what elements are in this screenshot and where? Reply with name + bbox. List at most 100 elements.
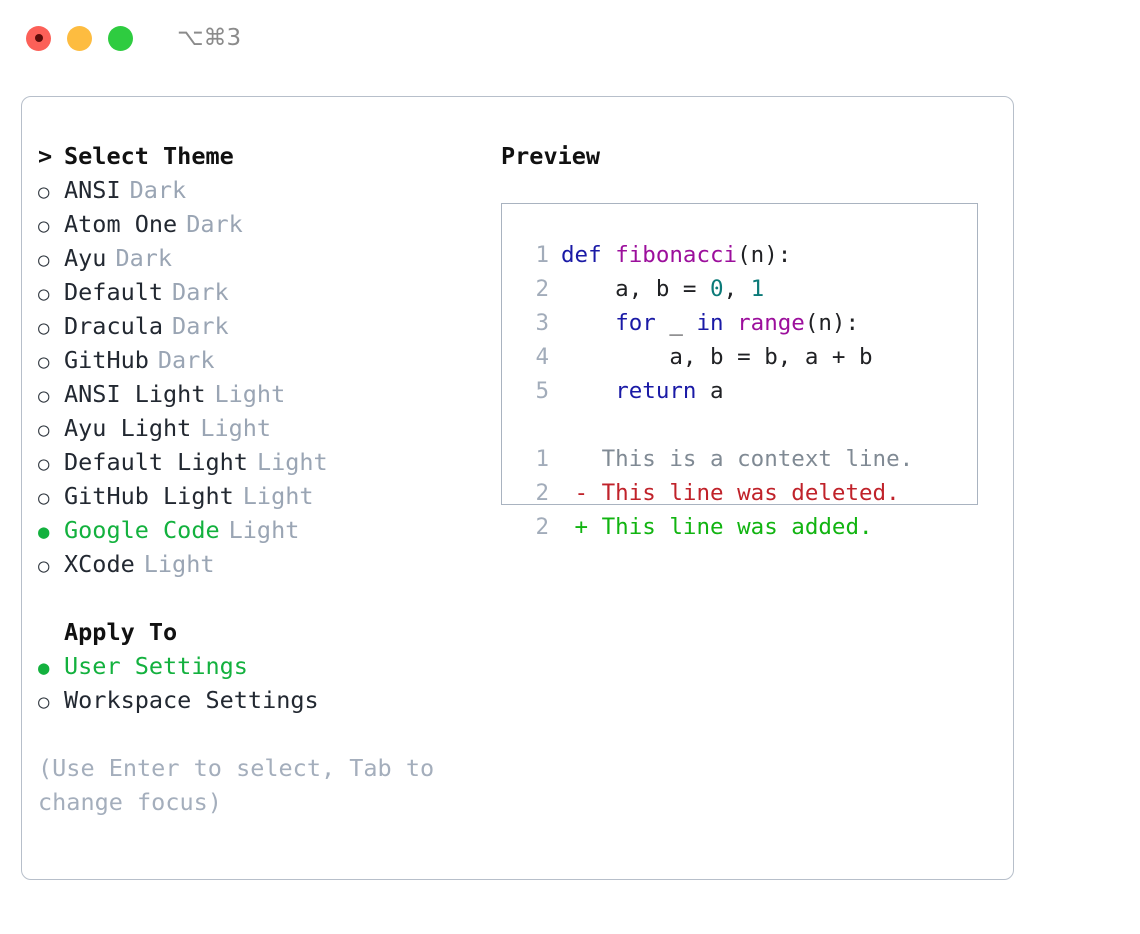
- code-line-text: return a: [561, 374, 724, 408]
- apply-to-option-workspace-settings[interactable]: ○Workspace Settings: [38, 683, 478, 717]
- theme-option-label: Atom One: [64, 210, 178, 238]
- theme-option-label: GitHub Light: [64, 482, 234, 510]
- code-token-kw: return: [615, 378, 697, 404]
- theme-option-kind: Dark: [115, 244, 173, 272]
- diff-line-text: - This line was deleted.: [561, 480, 900, 506]
- code-token-num: 1: [750, 276, 765, 302]
- theme-option-label: Default Light: [64, 448, 248, 476]
- code-line-number: 5: [535, 378, 549, 404]
- maximize-button[interactable]: [108, 25, 133, 51]
- theme-option-label: Ayu: [64, 244, 107, 272]
- keyboard-hint: (Use Enter to select, Tab to change focu…: [38, 754, 435, 816]
- code-line: 2 a, b = 0, 1: [515, 272, 977, 306]
- prompt-caret-icon: >: [38, 142, 53, 170]
- code-line-number: 4: [535, 344, 549, 370]
- theme-option-label: Dracula: [64, 312, 164, 340]
- theme-option-kind: Dark: [157, 346, 215, 374]
- select-theme-heading: > Select Theme: [38, 139, 478, 173]
- theme-option-github[interactable]: ○ GitHub Dark: [38, 343, 478, 377]
- apply-to-option-label: User Settings: [64, 652, 248, 680]
- theme-option-default-light[interactable]: ○ Default Light Light: [38, 445, 478, 479]
- apply-to-option-list: ●User Settings○Workspace Settings: [38, 649, 478, 717]
- theme-option-label: XCode: [64, 550, 135, 578]
- code-token-num: 0: [710, 276, 724, 302]
- theme-option-kind: Light: [143, 550, 215, 578]
- radio-unselected-icon: ○: [38, 351, 50, 373]
- code-token-plain: a, b =: [561, 276, 711, 302]
- minimize-button[interactable]: [67, 25, 92, 51]
- radio-unselected-icon: ○: [38, 419, 50, 441]
- code-token-plain: _: [655, 310, 697, 336]
- close-button[interactable]: [26, 25, 51, 51]
- theme-option-kind: Light: [200, 414, 272, 442]
- code-token-fn: range: [737, 310, 805, 336]
- code-token-plain: [561, 310, 615, 336]
- theme-option-ayu-light[interactable]: ○ Ayu Light Light: [38, 411, 478, 445]
- code-token-plain: ,: [723, 276, 751, 302]
- radio-unselected-icon: ○: [38, 385, 50, 407]
- theme-option-label: Ayu Light: [64, 414, 192, 442]
- theme-option-ayu[interactable]: ○ Ayu Dark: [38, 241, 478, 275]
- code-line-text: def fibonacci(n):: [561, 238, 791, 272]
- theme-option-kind: Light: [228, 516, 300, 544]
- theme-option-google-code[interactable]: ● Google Code Light: [38, 513, 478, 547]
- code-spacer: [515, 408, 977, 442]
- theme-option-ansi[interactable]: ○ ANSI Dark: [38, 173, 478, 207]
- code-token-kw: def: [561, 242, 616, 268]
- theme-option-kind: Dark: [186, 210, 243, 238]
- code-token-plain: [724, 310, 738, 336]
- code-token-plain: (n):: [737, 242, 792, 268]
- diff-line-number: 2: [535, 514, 549, 540]
- theme-option-label: ANSI: [64, 176, 121, 204]
- theme-option-dracula[interactable]: ○ Dracula Dark: [38, 309, 478, 343]
- theme-option-label: GitHub: [64, 346, 149, 374]
- code-line-number: 1: [535, 242, 549, 268]
- radio-unselected-icon: ○: [38, 691, 50, 713]
- code-line-number: 3: [535, 310, 549, 336]
- diff-line: 1 This is a context line.: [515, 442, 977, 476]
- code-token-kw: for: [615, 310, 656, 336]
- code-token-plain: a: [696, 378, 724, 404]
- code-line-number: 2: [535, 276, 549, 302]
- radio-unselected-icon: ○: [38, 283, 50, 305]
- code-token-plain: a, b = b, a + b: [561, 344, 873, 370]
- radio-unselected-icon: ○: [38, 249, 50, 271]
- diff-line-text: This is a context line.: [561, 446, 914, 472]
- apply-to-section: Apply To ●User Settings○Workspace Settin…: [38, 615, 478, 717]
- theme-option-label: Google Code: [64, 516, 220, 544]
- theme-option-kind: Dark: [172, 312, 229, 340]
- diff-line-number: 2: [535, 480, 549, 506]
- apply-to-option-user-settings[interactable]: ●User Settings: [38, 649, 478, 683]
- theme-option-xcode[interactable]: ○ XCode Light: [38, 547, 478, 581]
- code-token-plain: [561, 378, 615, 404]
- radio-unselected-icon: ○: [38, 453, 50, 475]
- code-token-kw: in: [696, 310, 724, 336]
- radio-unselected-icon: ○: [38, 555, 50, 577]
- code-line: 4 a, b = b, a + b: [515, 340, 977, 374]
- select-theme-title: Select Theme: [64, 142, 234, 170]
- code-line: 3 for _ in range(n):: [515, 306, 977, 340]
- title-bar: ⌥⌘3: [0, 0, 1140, 76]
- theme-option-kind: Dark: [129, 176, 187, 204]
- preview-heading: Preview: [501, 142, 601, 170]
- code-line: 5 return a: [515, 374, 977, 408]
- code-line: 1 def fibonacci(n):: [515, 238, 977, 272]
- theme-option-kind: Light: [214, 380, 286, 408]
- diff-line-number: 1: [535, 446, 549, 472]
- theme-option-kind: Light: [256, 448, 328, 476]
- radio-unselected-icon: ○: [38, 487, 50, 509]
- radio-unselected-icon: ○: [38, 181, 50, 203]
- radio-unselected-icon: ○: [38, 317, 50, 339]
- apply-to-heading: Apply To: [64, 618, 178, 646]
- radio-selected-icon: ●: [38, 521, 50, 543]
- code-line-text: a, b = b, a + b: [561, 340, 873, 374]
